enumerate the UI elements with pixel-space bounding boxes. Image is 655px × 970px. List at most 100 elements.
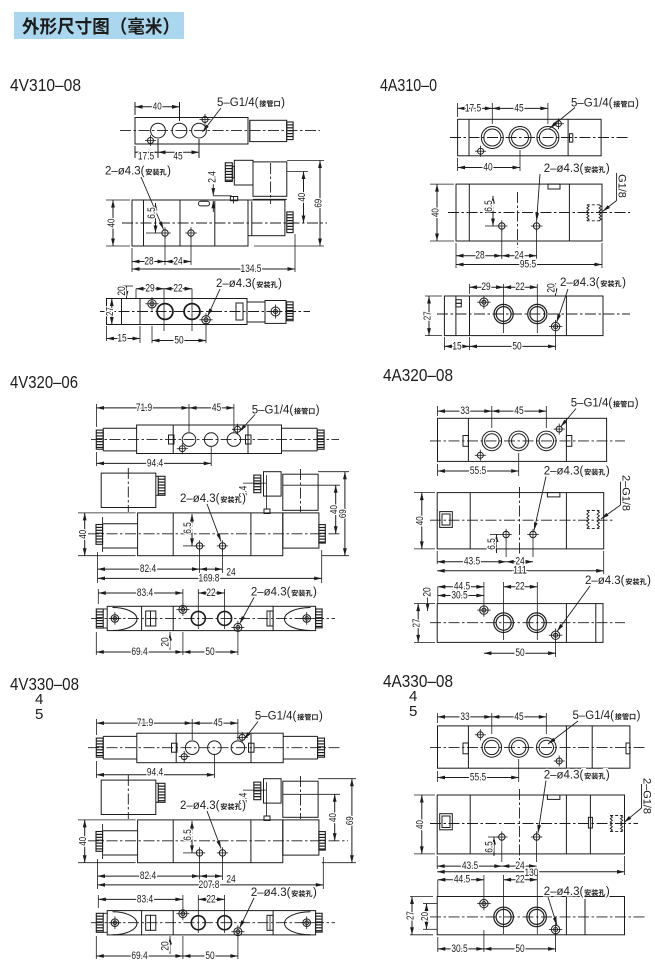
svg-text:29: 29 [481, 281, 490, 293]
svg-text:22: 22 [515, 581, 524, 593]
svg-text:): ) [313, 887, 317, 899]
svg-text:130: 130 [525, 867, 539, 879]
svg-text:24: 24 [515, 556, 524, 568]
svg-text:): ) [278, 278, 282, 290]
svg-text:6.5: 6.5 [486, 538, 498, 550]
svg-text:50: 50 [515, 647, 524, 659]
svg-text:22: 22 [173, 283, 182, 295]
svg-text:4A310–0: 4A310–0 [380, 75, 437, 95]
svg-text:4A330–08: 4A330–08 [383, 671, 453, 691]
svg-text:2–ø4.3(: 2–ø4.3( [251, 887, 291, 899]
svg-text:15: 15 [452, 340, 461, 352]
svg-text:40: 40 [414, 516, 426, 525]
svg-text:6.5: 6.5 [182, 829, 194, 841]
svg-text:): ) [281, 97, 285, 109]
svg-text:44.5: 44.5 [454, 581, 470, 593]
svg-text:69: 69 [337, 509, 349, 518]
svg-text:24: 24 [173, 255, 182, 267]
svg-text:40: 40 [483, 161, 492, 173]
svg-text:94.4: 94.4 [147, 767, 163, 779]
svg-text:5: 5 [35, 706, 43, 723]
svg-text:82.4: 82.4 [140, 870, 156, 882]
svg-text:27: 27 [404, 911, 416, 920]
svg-text:2–ø4.3(: 2–ø4.3( [216, 278, 256, 290]
svg-text:40: 40 [328, 505, 340, 514]
svg-text:33: 33 [460, 711, 469, 723]
svg-text:22: 22 [206, 587, 215, 599]
svg-text:69: 69 [312, 199, 324, 208]
svg-text:28: 28 [144, 255, 153, 267]
svg-text:2–ø4.3(: 2–ø4.3( [251, 587, 291, 599]
svg-text:45: 45 [213, 717, 222, 729]
svg-text:17.5: 17.5 [465, 102, 481, 114]
svg-text:28: 28 [475, 250, 484, 262]
svg-text:G1/8: G1/8 [616, 174, 628, 198]
svg-text:2–G1/8: 2–G1/8 [620, 475, 632, 511]
svg-text:50: 50 [205, 646, 214, 658]
svg-text:27: 27 [104, 307, 116, 316]
svg-text:45: 45 [173, 150, 182, 162]
svg-text:24: 24 [515, 860, 524, 872]
svg-text:6.5: 6.5 [483, 841, 495, 853]
svg-text:40: 40 [327, 813, 339, 822]
svg-text:5–G1/4(: 5–G1/4( [255, 711, 297, 723]
svg-text:): ) [635, 98, 639, 110]
svg-text:27: 27 [421, 311, 433, 320]
svg-text:71.9: 71.9 [137, 717, 153, 729]
svg-text:45: 45 [514, 711, 523, 723]
svg-text:134.5: 134.5 [241, 263, 262, 275]
svg-text:): ) [606, 163, 610, 175]
svg-text:40: 40 [296, 193, 308, 202]
svg-text:4V330–08: 4V330–08 [10, 674, 79, 694]
svg-text:2–G1/8: 2–G1/8 [641, 778, 653, 814]
svg-text:5: 5 [409, 703, 417, 720]
svg-text:20: 20 [116, 286, 128, 295]
svg-text:2–ø4.3(: 2–ø4.3( [585, 575, 625, 587]
svg-text:): ) [313, 587, 317, 599]
svg-text:50: 50 [174, 334, 183, 346]
svg-text:2–ø4.3(: 2–ø4.3( [180, 800, 220, 812]
svg-text:69: 69 [344, 816, 356, 825]
svg-text:43.5: 43.5 [464, 556, 480, 568]
svg-text:20: 20 [159, 637, 171, 646]
svg-text:): ) [635, 398, 639, 410]
svg-text:): ) [606, 770, 610, 782]
svg-text:20: 20 [419, 912, 431, 921]
svg-text:2–ø4.3(: 2–ø4.3( [544, 163, 584, 175]
svg-text:83.4: 83.4 [137, 587, 153, 599]
svg-text:24: 24 [514, 250, 523, 262]
svg-text:15: 15 [117, 332, 126, 344]
svg-text:55.5: 55.5 [470, 771, 486, 783]
svg-text:43.5: 43.5 [462, 860, 478, 872]
svg-text:): ) [316, 405, 320, 417]
svg-text:20: 20 [422, 587, 434, 596]
svg-text:30.5: 30.5 [451, 589, 467, 601]
svg-text:6.5: 6.5 [483, 200, 495, 212]
svg-text:95.5: 95.5 [520, 258, 536, 270]
svg-text:22: 22 [206, 893, 215, 905]
svg-text:2–ø4.3(: 2–ø4.3( [105, 166, 145, 178]
svg-text:29: 29 [145, 283, 154, 295]
svg-text:2.4: 2.4 [238, 793, 250, 805]
svg-text:40: 40 [153, 101, 162, 113]
svg-text:): ) [167, 166, 171, 178]
svg-text:2–ø4.3(: 2–ø4.3( [180, 493, 220, 505]
svg-text:40: 40 [414, 820, 426, 829]
svg-text:45: 45 [212, 402, 221, 414]
svg-text:2.4: 2.4 [238, 486, 250, 498]
svg-text:169.8: 169.8 [199, 572, 220, 584]
svg-text:4V320–06: 4V320–06 [10, 372, 78, 392]
svg-text:17.5: 17.5 [138, 150, 154, 162]
svg-text:33: 33 [460, 405, 469, 417]
svg-text:24: 24 [226, 566, 235, 578]
svg-text:45: 45 [514, 102, 523, 114]
svg-text:4: 4 [35, 691, 43, 708]
svg-text:22: 22 [515, 874, 524, 886]
svg-text:): ) [637, 710, 641, 722]
svg-text:): ) [606, 466, 610, 478]
svg-text:40: 40 [429, 208, 441, 217]
svg-text:111: 111 [513, 565, 527, 577]
svg-text:2.4: 2.4 [206, 171, 218, 183]
svg-text:20: 20 [545, 283, 557, 292]
svg-text:2–ø4.3(: 2–ø4.3( [560, 277, 600, 289]
